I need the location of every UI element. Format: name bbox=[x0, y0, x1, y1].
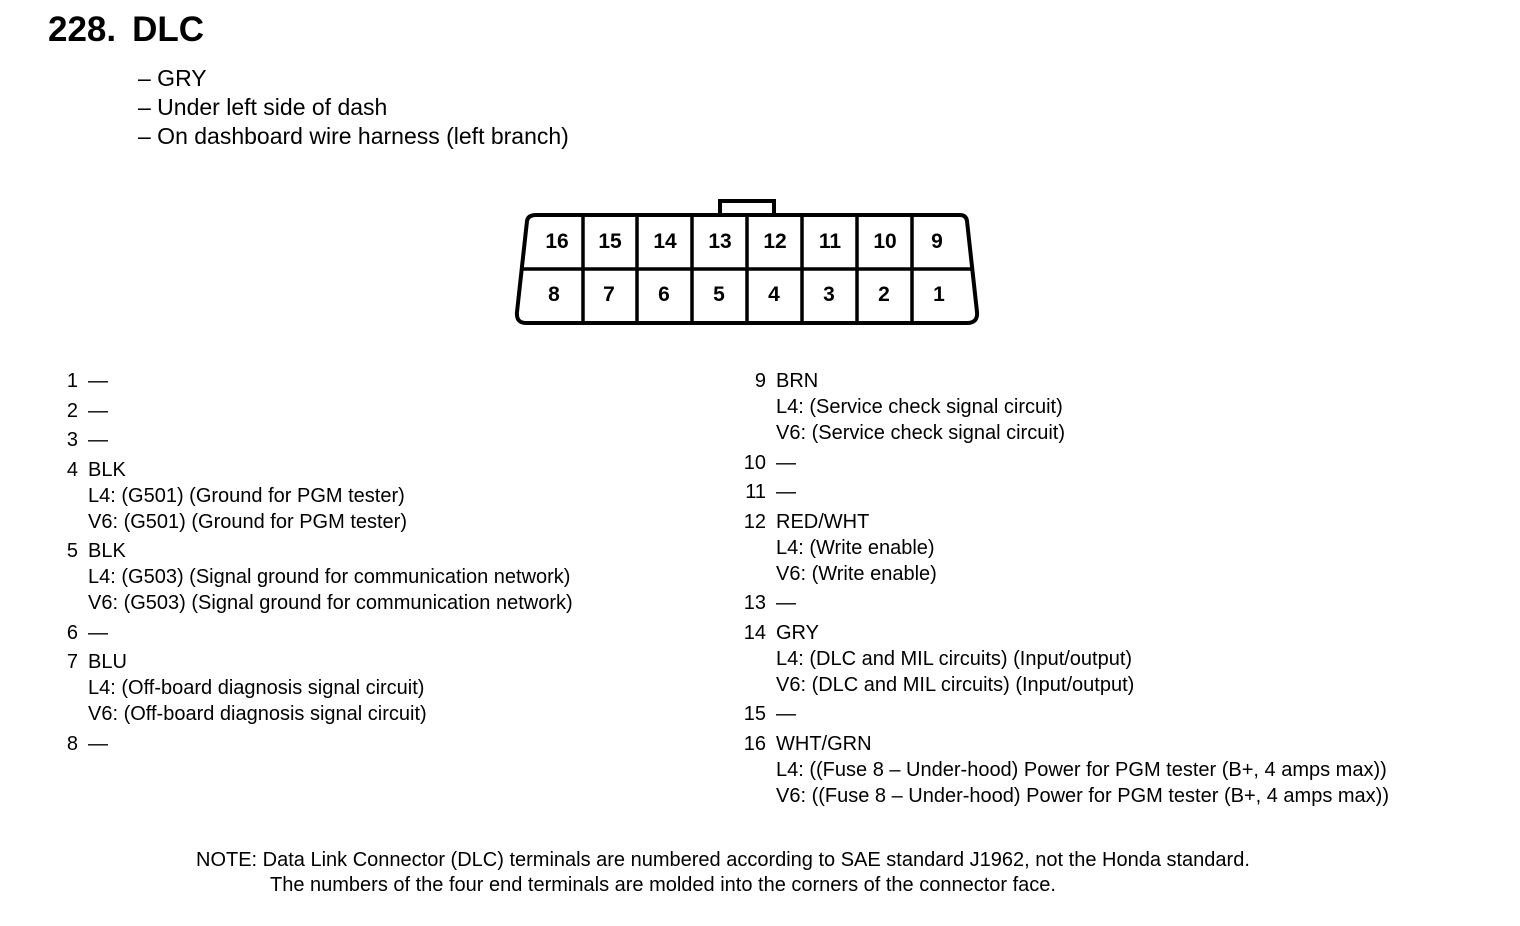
terminal-15: 15 bbox=[598, 230, 622, 253]
terminal-16: 16 bbox=[545, 230, 568, 253]
connector-name: DLC bbox=[132, 10, 205, 49]
terminal-8: 8 bbox=[548, 283, 560, 306]
pin-circuit-v6: V6: (Off-board diagnosis signal circuit) bbox=[88, 703, 427, 725]
connector-diagram: 16 15 14 13 12 11 10 9 8 7 6 5 4 3 2 1 bbox=[512, 196, 982, 335]
pin-entry-8: 8— bbox=[40, 731, 573, 757]
pin-entry-1: 1— bbox=[40, 368, 573, 394]
connector-face: 16 15 14 13 12 11 10 9 8 7 6 5 4 3 2 1 bbox=[514, 199, 980, 325]
pin-wire: — bbox=[88, 429, 108, 451]
pin-number: 5 bbox=[66, 540, 78, 562]
pin-wire: — bbox=[776, 703, 796, 725]
terminal-6: 6 bbox=[658, 283, 670, 306]
terminal-11: 11 bbox=[819, 230, 842, 253]
terminal-14: 14 bbox=[653, 230, 677, 253]
pin-number: 15 bbox=[743, 703, 766, 725]
connector-number: 228. bbox=[48, 10, 117, 49]
pin-circuit-l4: L4: (G503) (Signal ground for communicat… bbox=[88, 566, 571, 588]
terminal-5: 5 bbox=[713, 283, 725, 306]
pin-wire: — bbox=[88, 370, 108, 392]
connector-housing bbox=[514, 213, 980, 325]
pin-wire: BLK bbox=[88, 540, 126, 562]
pin-number: 14 bbox=[743, 621, 766, 644]
pin-number: 4 bbox=[66, 458, 78, 481]
info-harness: – On dashboard wire harness (left branch… bbox=[138, 123, 569, 149]
pin-circuit-l4: L4: (Service check signal circuit) bbox=[776, 396, 1063, 418]
pin-circuit-l4: L4: (Write enable) bbox=[776, 536, 935, 559]
pin-circuit-l4: L4: (Off-board diagnosis signal circuit) bbox=[88, 677, 425, 699]
pin-circuit-v6: V6: (Write enable) bbox=[776, 562, 937, 585]
terminal-7: 7 bbox=[603, 283, 615, 306]
pin-circuit-v6: V6: ((Fuse 8 – Under-hood) Power for PGM… bbox=[776, 784, 1389, 807]
info-color: – GRY bbox=[138, 65, 207, 91]
pin-circuit-v6: V6: (DLC and MIL circuits) (Input/output… bbox=[776, 673, 1135, 696]
pin-number: 10 bbox=[743, 451, 766, 474]
terminal-3: 3 bbox=[823, 283, 835, 306]
page-title: 228. DLC bbox=[48, 10, 204, 50]
pin-number: 9 bbox=[754, 370, 766, 392]
pin-number: 2 bbox=[66, 399, 78, 422]
pin-entry-3: 3— bbox=[40, 427, 573, 453]
terminal-2: 2 bbox=[878, 283, 890, 306]
pin-circuit-l4: L4: (DLC and MIL circuits) (Input/output… bbox=[776, 647, 1133, 670]
terminal-9: 9 bbox=[931, 230, 943, 253]
pin-entry-15: 15 — bbox=[728, 701, 1389, 727]
pin-circuit-l4: L4: (G501) (Ground for PGM tester) bbox=[88, 484, 405, 507]
connector-info: – GRY – Under left side of dash – On das… bbox=[138, 64, 569, 151]
pin-wire: — bbox=[776, 451, 796, 474]
pin-number: 1 bbox=[66, 370, 78, 392]
pin-number: 6 bbox=[66, 621, 78, 644]
terminal-13: 13 bbox=[708, 230, 731, 253]
pin-entry-11: 11 — bbox=[728, 479, 1389, 505]
pin-entry-6: 6— bbox=[40, 620, 573, 646]
pin-wire: WHT/GRN bbox=[776, 732, 872, 755]
pin-entry-14: 14 GRY L4: (DLC and MIL circuits) (Input/… bbox=[728, 620, 1389, 698]
pin-circuit-v6: V6: (Service check signal circuit) bbox=[776, 422, 1065, 444]
pin-number: 11 bbox=[745, 481, 766, 503]
pin-entry-12: 12 RED/WHT L4: (Write enable) V6: (Write … bbox=[728, 509, 1389, 587]
pin-number: 13 bbox=[743, 592, 766, 614]
terminal-12: 12 bbox=[763, 230, 786, 253]
footnote-line-1: NOTE: Data Link Connector (DLC) terminal… bbox=[196, 849, 1250, 871]
pin-number: 7 bbox=[66, 651, 78, 673]
pin-wire: — bbox=[88, 399, 108, 422]
pin-number: 12 bbox=[743, 510, 766, 533]
connector-latch bbox=[718, 199, 776, 215]
pin-wire: GRY bbox=[776, 621, 819, 644]
pin-entry-5: 5 BLK L4: (G503) (Signal ground for commu… bbox=[40, 538, 573, 616]
pin-wire: RED/WHT bbox=[776, 510, 870, 533]
pin-wire: — bbox=[776, 481, 796, 503]
footnote-line-2: The numbers of the four end terminals ar… bbox=[270, 874, 1056, 896]
info-location: – Under left side of dash bbox=[138, 94, 388, 120]
pin-number: 3 bbox=[66, 429, 78, 451]
pin-wire: — bbox=[88, 732, 108, 755]
pin-number: 8 bbox=[66, 732, 78, 755]
pin-wire: BLU bbox=[88, 651, 127, 673]
footnote: NOTE: Data Link Connector (DLC) terminal… bbox=[196, 848, 1250, 898]
pin-circuit-v6: V6: (G503) (Signal ground for communicat… bbox=[88, 592, 573, 614]
pin-wire: BRN bbox=[776, 370, 819, 392]
terminal-4: 4 bbox=[768, 283, 780, 306]
pin-entry-2: 2— bbox=[40, 398, 573, 424]
pin-entry-10: 10 — bbox=[728, 450, 1389, 476]
pin-entry-13: 13 — bbox=[728, 590, 1389, 616]
pin-wire: — bbox=[88, 621, 108, 644]
pin-circuit-l4: L4: ((Fuse 8 – Under-hood) Power for PGM… bbox=[776, 758, 1387, 781]
terminal-10: 10 bbox=[873, 230, 896, 253]
pin-wire: BLK bbox=[88, 458, 126, 481]
pin-entry-7: 7 BLU L4: (Off-board diagnosis signal cir… bbox=[40, 649, 573, 727]
pin-circuit-v6: V6: (G501) (Ground for PGM tester) bbox=[88, 510, 407, 533]
terminal-1: 1 bbox=[933, 283, 945, 306]
pin-number: 16 bbox=[743, 732, 766, 755]
pin-wire: — bbox=[776, 592, 796, 614]
pin-entry-16: 16 WHT/GRN L4: ((Fuse 8 – Under-hood) Pow… bbox=[728, 731, 1389, 809]
